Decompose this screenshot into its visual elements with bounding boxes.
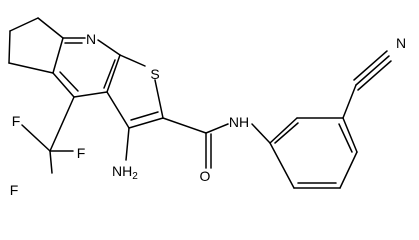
- bond-nitrile-4: [353, 50, 388, 81]
- bond-cf3-2: [21, 124, 51, 152]
- bond-th-4: [106, 91, 130, 129]
- nitrile-nitrogen-label: N: [396, 35, 406, 51]
- bond-cf3-1: [49, 96, 75, 152]
- amino-hydrogen-count: 2: [132, 171, 138, 182]
- bond-nitrile-3: [357, 60, 392, 91]
- bonds: [8, 17, 392, 189]
- amino-nitrogen: N: [112, 163, 122, 179]
- bond-py-5: [52, 72, 75, 98]
- bond-cp-1: [37, 17, 64, 39]
- bond-cp-4: [8, 62, 54, 74]
- amide-hydrogen: H: [239, 114, 249, 130]
- bond-cf3-3: [49, 150, 53, 174]
- bond-py-6: [52, 37, 64, 74]
- bond-cp-3: [8, 30, 11, 64]
- chemical-structure: N S NH O N NH2 F F F: [8, 17, 406, 198]
- bond-py-2: [97, 39, 121, 56]
- bond-n-aryl: [251, 123, 271, 144]
- bond-th-2: [154, 79, 164, 119]
- bond-bz-1b: [274, 122, 299, 144]
- amide-nitrogen: N: [229, 114, 239, 130]
- bond-bz-3: [342, 117, 358, 153]
- bond-cp-2: [9, 17, 39, 32]
- bond-nitrile-2: [355, 55, 390, 86]
- bond-bz-4: [339, 151, 358, 189]
- fluorine-top-label: F: [12, 113, 21, 129]
- bond-bz-6: [269, 142, 295, 189]
- bond-cn-amide: [205, 123, 229, 134]
- thiophene-sulfur-label: S: [150, 66, 159, 82]
- atom-labels: N S NH O N NH2 F F F: [10, 31, 406, 198]
- bond-bz-3b: [338, 123, 353, 153]
- bond-amino: [125, 127, 130, 161]
- ring-nitrogen-label: N: [86, 31, 96, 47]
- amino-hydrogen: H: [122, 163, 132, 179]
- bond-bz-1: [269, 117, 298, 144]
- bond-th-1: [119, 54, 146, 67]
- amino-group-label: NH2: [112, 163, 138, 182]
- bond-py-3: [106, 54, 121, 93]
- bond-amide-c: [162, 117, 207, 134]
- carbonyl-oxygen-label: O: [200, 168, 211, 184]
- fluorine-right-label: F: [77, 145, 86, 161]
- bond-th-3b: [130, 111, 159, 121]
- amide-nh-label: NH: [229, 114, 249, 130]
- bond-py-5b: [59, 71, 79, 92]
- bond-py-4: [73, 91, 108, 98]
- fluorine-left-label: F: [10, 182, 19, 198]
- bond-th-3: [128, 117, 164, 129]
- bond-py-3b: [103, 59, 116, 89]
- bond-nitrile-1: [342, 84, 357, 119]
